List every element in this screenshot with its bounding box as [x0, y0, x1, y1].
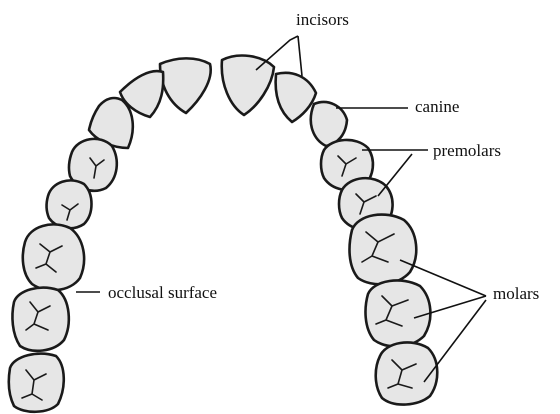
premolars-label: premolars	[433, 142, 501, 159]
occlusal-surface-label: occlusal surface	[108, 284, 217, 301]
incisors-leader-1	[256, 36, 298, 70]
premolar-left-2	[47, 180, 92, 228]
molar-left-3	[9, 354, 64, 412]
incisors-leader-2	[298, 36, 302, 76]
molar-right-3	[376, 342, 438, 404]
incisors-label: incisors	[296, 11, 349, 28]
left-posterior-teeth	[9, 139, 117, 412]
molars-label: molars	[493, 285, 539, 302]
molar-left-1	[23, 224, 84, 290]
molar-left-2	[12, 288, 68, 351]
right-posterior-teeth	[321, 140, 437, 405]
anterior-teeth	[89, 56, 347, 148]
central-incisor-right	[222, 56, 274, 115]
molar-right-2	[366, 280, 431, 346]
central-incisor-left	[160, 58, 211, 113]
premolars-leader-2	[378, 154, 412, 196]
canine-label: canine	[415, 98, 459, 115]
molar-right-1	[350, 215, 417, 285]
